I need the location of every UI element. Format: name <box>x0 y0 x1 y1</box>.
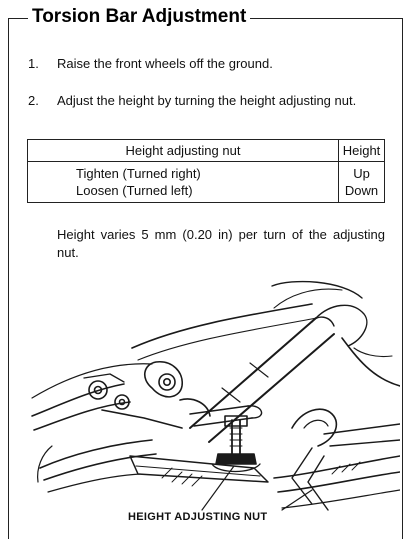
section-title: Torsion Bar Adjustment <box>28 4 251 30</box>
adjustment-table: Height adjusting nut Height Tighten (Tur… <box>27 139 385 203</box>
action-tighten: Tighten (Turned right) <box>76 166 201 181</box>
step-1-text: Raise the front wheels off the ground. <box>57 56 273 71</box>
height-adjusting-nut-label: HEIGHT ADJUSTING NUT <box>128 511 268 523</box>
result-down: Down <box>344 183 379 198</box>
table-header-height: Height <box>338 139 385 162</box>
action-loosen: Loosen (Turned left) <box>76 183 193 198</box>
table-cell-actions: Tighten (Turned right) Loosen (Turned le… <box>27 161 339 203</box>
height-note: Height varies 5 mm (0.20 in) per turn of… <box>57 227 385 260</box>
table-row: Tighten (Turned right) Loosen (Turned le… <box>27 161 385 203</box>
step-2-text: Adjust the height by turning the height … <box>57 93 357 108</box>
table-header-nut: Height adjusting nut <box>27 139 339 162</box>
table-cell-results: Up Down <box>338 161 385 203</box>
result-up: Up <box>353 166 370 181</box>
step-2-number: 2. <box>28 93 39 108</box>
step-1-number: 1. <box>28 56 39 71</box>
torsion-bar-illustration <box>31 280 400 511</box>
frame-left-border <box>8 18 9 539</box>
frame-right-border <box>402 18 403 539</box>
table-header-row: Height adjusting nut Height <box>27 139 385 162</box>
